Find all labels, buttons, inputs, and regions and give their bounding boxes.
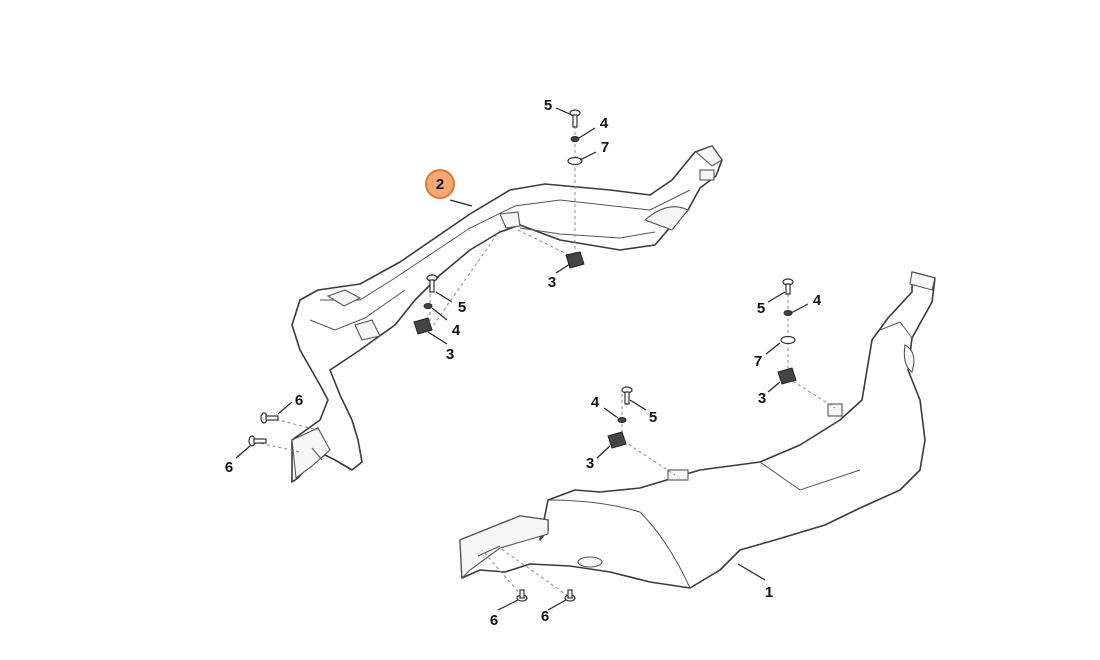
- label-5-center[interactable]: 5: [649, 409, 657, 426]
- washer-7-top: [567, 156, 583, 166]
- washer-4-mid: [423, 303, 433, 309]
- label-5-right[interactable]: 5: [757, 300, 765, 317]
- label-3-top[interactable]: 3: [548, 274, 556, 291]
- part-2-upper-frame: [291, 145, 723, 483]
- label-2-callout[interactable]: 2: [436, 176, 444, 193]
- screw-6-upper-left: [260, 412, 279, 424]
- clip-3-top: [565, 251, 585, 269]
- screw-6-bottom-left: [516, 589, 528, 602]
- screw-5-right: [782, 278, 794, 295]
- washer-4-center: [617, 417, 627, 423]
- part-labels: 2 5 4 7 3 5 4 3 6 6 5 4 7 3 4 5 3 6 6 1: [225, 97, 822, 629]
- screw-6-bottom-right: [564, 589, 576, 602]
- screw-5-top: [569, 109, 581, 128]
- leader-lines: [235, 107, 809, 611]
- label-6-bottom-right[interactable]: 6: [541, 608, 549, 625]
- label-4-mid[interactable]: 4: [452, 322, 461, 339]
- screw-5-mid: [426, 274, 438, 293]
- label-3-mid[interactable]: 3: [446, 346, 454, 363]
- part-1-lower-frame: [459, 271, 936, 589]
- label-7-right[interactable]: 7: [754, 353, 762, 370]
- hardware: [248, 109, 797, 602]
- label-6-upper-left[interactable]: 6: [295, 392, 303, 409]
- label-3-center[interactable]: 3: [586, 455, 594, 472]
- label-5-top[interactable]: 5: [544, 97, 552, 114]
- label-1[interactable]: 1: [765, 584, 773, 601]
- screw-6-lower-left: [248, 435, 267, 447]
- label-5-mid[interactable]: 5: [458, 299, 466, 316]
- washer-4-right: [783, 310, 793, 316]
- label-4-center[interactable]: 4: [591, 394, 600, 411]
- clip-3-mid: [413, 317, 433, 335]
- screw-5-center: [621, 386, 633, 405]
- washer-4-top: [570, 136, 580, 142]
- label-4-top[interactable]: 4: [600, 115, 609, 132]
- clip-3-center: [607, 431, 627, 449]
- label-4-right[interactable]: 4: [813, 292, 822, 309]
- label-6-lower-left[interactable]: 6: [225, 459, 233, 476]
- label-7-top[interactable]: 7: [601, 139, 609, 156]
- callout-2-highlight[interactable]: [425, 169, 455, 199]
- label-3-right[interactable]: 3: [758, 390, 766, 407]
- washer-7-right: [780, 335, 796, 345]
- label-6-bottom-left[interactable]: 6: [490, 612, 498, 629]
- clip-3-right: [777, 367, 797, 385]
